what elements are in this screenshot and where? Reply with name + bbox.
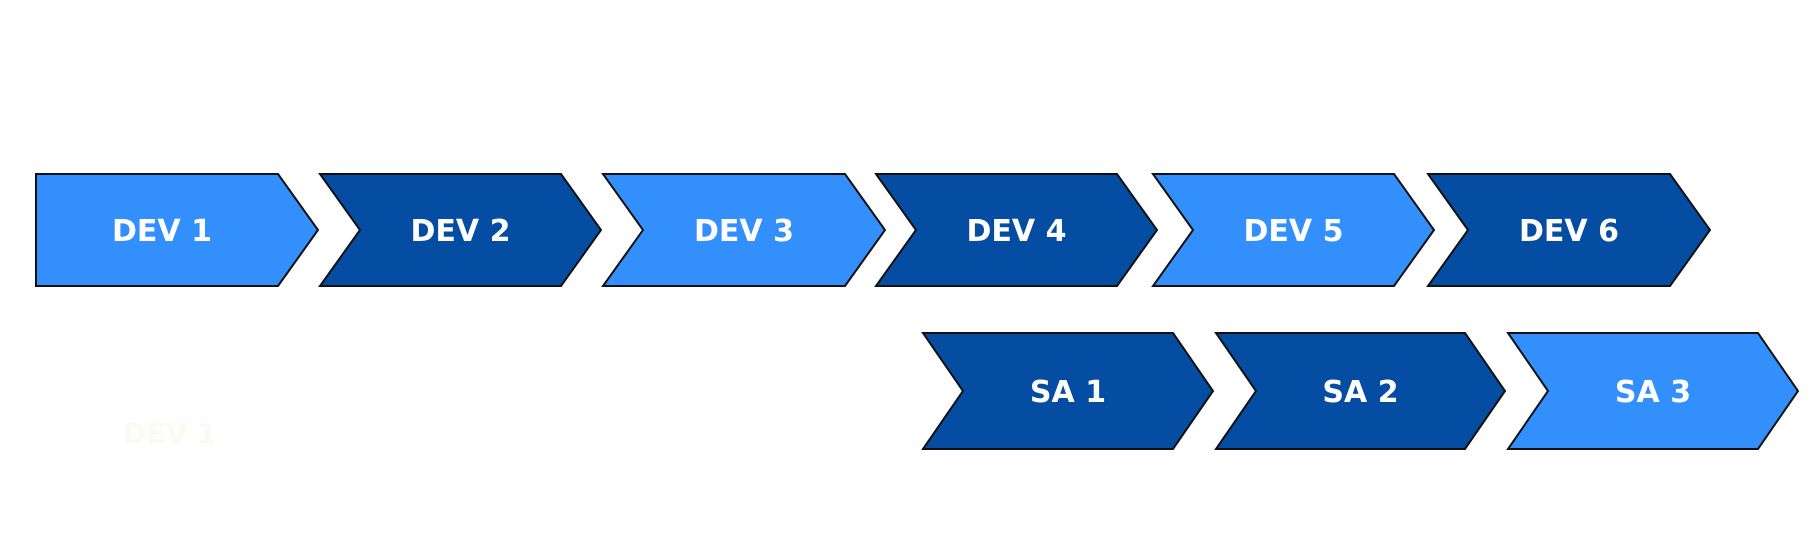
chevron-shape: [1506, 332, 1800, 450]
chevron-shape: [35, 173, 320, 287]
chevron-shape: [874, 173, 1159, 287]
stage-chevron-dev-6: DEV 6: [1426, 173, 1712, 287]
chevron-shape: [1426, 173, 1712, 287]
stage-chevron-sa-1: SA 1: [921, 332, 1215, 450]
chevron-shape: [601, 173, 887, 287]
chevron-shape: [1151, 173, 1436, 287]
chevron-shape: [318, 173, 603, 287]
stage-label: DEV 5: [1244, 214, 1344, 249]
faint-label: DEV 1: [123, 417, 216, 450]
chevron-shape: [1214, 332, 1507, 450]
stage-chevron-dev-3: DEV 3: [601, 173, 887, 287]
stage-label: DEV 2: [411, 214, 511, 249]
chevron-shape: [921, 332, 1215, 450]
stage-chevron-sa-2: SA 2: [1214, 332, 1507, 450]
stage-label: SA 1: [1030, 375, 1106, 410]
stage-chevron-sa-3: SA 3: [1506, 332, 1800, 450]
stage-label: DEV 6: [1519, 214, 1619, 249]
stage-chevron-dev-5: DEV 5: [1151, 173, 1436, 287]
stage-label: DEV 3: [694, 214, 794, 249]
stage-label: DEV 4: [967, 214, 1067, 249]
stage-label: SA 2: [1322, 375, 1398, 410]
stage-chevron-dev-2: DEV 2: [318, 173, 603, 287]
stage-chevron-dev-1: DEV 1: [35, 173, 320, 287]
stage-label: SA 3: [1615, 375, 1691, 410]
stage-label: DEV 1: [112, 214, 212, 249]
stage-chevron-dev-4: DEV 4: [874, 173, 1159, 287]
